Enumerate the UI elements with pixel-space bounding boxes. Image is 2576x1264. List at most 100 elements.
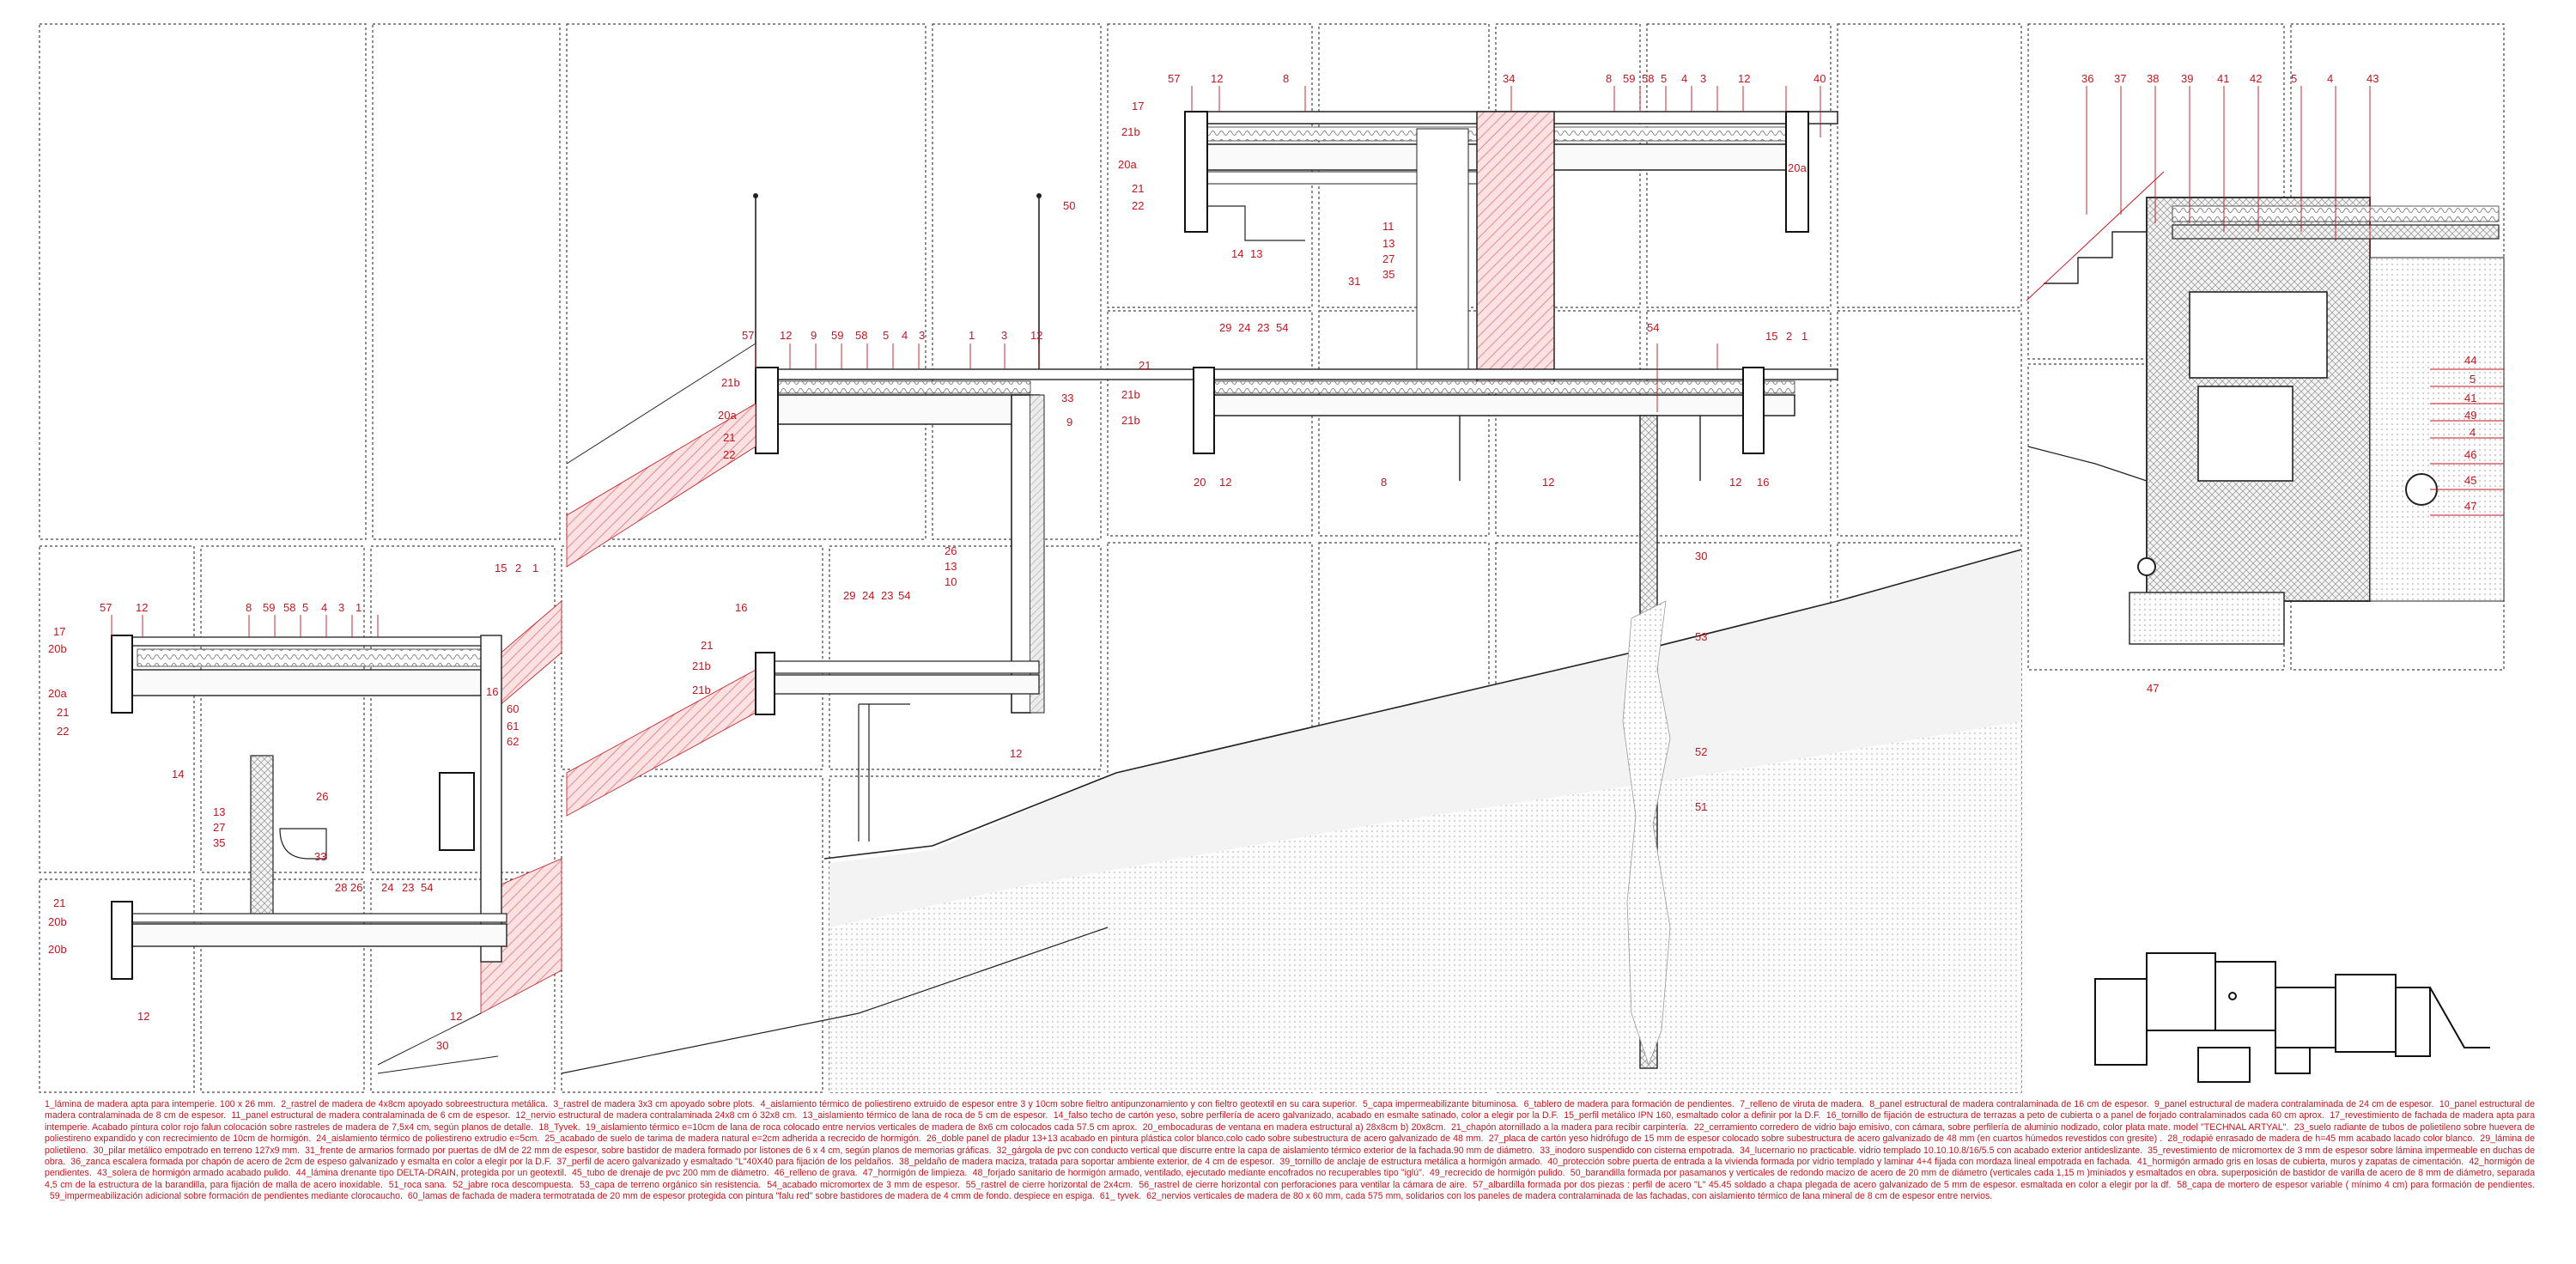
callout-number: 27 bbox=[213, 821, 225, 834]
label-group-a1: 57 12 9 59 58 5 4 3 1 3 12 bbox=[742, 329, 1042, 342]
callout-number: 23 bbox=[402, 881, 414, 894]
floor-slab bbox=[755, 368, 1838, 380]
callout-number: 3 bbox=[1700, 72, 1706, 85]
callout-number: 26 bbox=[316, 790, 328, 803]
callout-number: 54 bbox=[898, 589, 910, 602]
legend-item: 30_pilar metálico empotrado en terreno 1… bbox=[93, 1145, 301, 1156]
callout-number: 13 bbox=[1250, 247, 1262, 260]
frame bbox=[561, 545, 823, 770]
legend-item: 45_tubo de drenaje de pvc 200 mm de diám… bbox=[571, 1168, 769, 1179]
legend-item: 55_rastrel de cierre horizontal de 2x4cm… bbox=[965, 1179, 1133, 1190]
callout-number: 50 bbox=[1063, 199, 1075, 212]
callout-number: 21 bbox=[701, 639, 713, 652]
callout-number: 3 bbox=[338, 601, 344, 614]
label-group-b2: 17 20b 20a 21 22 14 16 60 61 62 bbox=[48, 625, 519, 781]
label-group-a4: 17 21b 20a 21 22 14 13 bbox=[1118, 100, 1262, 260]
frame bbox=[1318, 310, 1490, 537]
label-group-a7: 21 21b 21b 20 12 8 12 12 16 15 2 1 bbox=[1121, 330, 1807, 489]
frame bbox=[1646, 23, 1832, 308]
frame bbox=[39, 878, 195, 1093]
callout-number: 33 bbox=[314, 850, 326, 863]
legend-item: 47_hormigón de limpieza. bbox=[862, 1168, 968, 1179]
frame bbox=[1646, 310, 1832, 537]
callout-number: 12 bbox=[450, 1010, 462, 1023]
legend-item: 41_hormigón armado gris en losas de cubi… bbox=[2136, 1157, 2464, 1168]
legend-item: 46_relleno de grava. bbox=[774, 1168, 858, 1179]
label-group-a5: 34 8 59 58 5 4 3 12 40 20a bbox=[1503, 72, 1826, 174]
legend-item: 54_acabado micromortex de 3 mm de espeso… bbox=[767, 1179, 960, 1190]
callout-number: 57 bbox=[1168, 72, 1180, 85]
label-group-a2: 21b 20a 21 22 33 9 50 bbox=[718, 199, 1075, 461]
legend-item: 35_revestimiento de micromortex de 3 mm … bbox=[45, 1145, 2536, 1168]
callout-number: 54 bbox=[1276, 321, 1288, 334]
callout-number: 60 bbox=[507, 702, 519, 715]
callouts bbox=[111, 86, 2504, 637]
callout-number: 12 bbox=[1729, 476, 1741, 489]
callout-number: 47 bbox=[2147, 682, 2159, 695]
callout-number: 44 bbox=[2464, 354, 2476, 367]
callout-number: 5 bbox=[2470, 373, 2476, 386]
callout-number: 24 bbox=[381, 881, 393, 894]
legend-item: 51_roca sana. bbox=[388, 1179, 447, 1190]
frame bbox=[200, 878, 365, 1093]
callout-number: 45 bbox=[2464, 474, 2476, 487]
clt-floor bbox=[1201, 394, 1795, 416]
legend-item: 40_protección sobre puerta de entrada a … bbox=[1547, 1157, 2132, 1168]
pile-rock bbox=[1622, 600, 1671, 1066]
callout-number: 13 bbox=[213, 805, 225, 818]
legend-item: 12_nervio estructural de madera contrala… bbox=[515, 1110, 798, 1121]
callout-number: 20a bbox=[48, 687, 67, 700]
legend-item: 10_panel estructural de madera contralam… bbox=[45, 1099, 2536, 1121]
callout-number: 21 bbox=[1139, 359, 1151, 372]
callout-number: 4 bbox=[321, 601, 327, 614]
callout-number: 43 bbox=[2366, 72, 2379, 85]
legend-item: 44_lámina drenante tipo DELTA-DRAIN, pro… bbox=[295, 1168, 567, 1179]
callout-number: 21 bbox=[1132, 182, 1144, 195]
callout-number: 39 bbox=[2181, 72, 2193, 85]
callout-number: 15 bbox=[1765, 330, 1777, 343]
wc bbox=[279, 828, 327, 860]
soil-line bbox=[2027, 446, 2148, 482]
foundation bbox=[2129, 592, 2285, 645]
callout-number: 26 bbox=[350, 881, 362, 894]
wall-section bbox=[1742, 367, 1765, 454]
callout-number: 14 bbox=[1231, 247, 1243, 260]
stair-hatch bbox=[566, 403, 756, 568]
callout-number: 22 bbox=[723, 448, 735, 461]
legend-item: 59_impermeabilización adicional sobre fo… bbox=[49, 1191, 403, 1202]
callout-number: 47 bbox=[2464, 500, 2476, 513]
callout-number: 12 bbox=[780, 329, 792, 342]
callout-number: 9 bbox=[1066, 416, 1072, 428]
stair-rail bbox=[2026, 171, 2165, 301]
clt-floor bbox=[111, 923, 507, 947]
callout-number: 12 bbox=[137, 1010, 149, 1023]
callout-number: 61 bbox=[507, 720, 519, 732]
legend-item: 16_tornillo de fijación de estructura de… bbox=[1826, 1110, 2324, 1121]
label-group-a3: 57 12 8 bbox=[1168, 72, 1289, 85]
stair-line bbox=[377, 1012, 499, 1074]
legend-item: 48_forjado sanitario de hormigón armado,… bbox=[972, 1168, 1425, 1179]
callout-number: 35 bbox=[213, 836, 225, 849]
drain-tube bbox=[2137, 557, 2156, 576]
legend-item: 7_relleno de viruta de madera. bbox=[1740, 1099, 1864, 1109]
floor-slab bbox=[111, 913, 507, 923]
callout-number: 12 bbox=[1219, 476, 1231, 489]
callout-number: 12 bbox=[1010, 747, 1022, 760]
legend-item: 34_lucernario no practicable. vidrio tem… bbox=[1740, 1145, 2143, 1156]
legend-item: 5_capa impermeabilizante bituminosa. bbox=[1363, 1099, 1519, 1109]
terrain-profile bbox=[823, 549, 2022, 860]
legend-item: 18_Tyvek. bbox=[538, 1121, 580, 1133]
wall-section bbox=[755, 652, 775, 715]
callout-number: 8 bbox=[1283, 72, 1289, 85]
lower-left-section bbox=[111, 635, 507, 1074]
frame bbox=[370, 545, 556, 873]
callout-number: 3 bbox=[1001, 329, 1007, 342]
legend-item: 27_placa de cartón yeso hidrófugo de 15 … bbox=[1488, 1133, 2163, 1145]
frame bbox=[566, 23, 927, 540]
frame bbox=[1837, 310, 2022, 537]
callout-number: 21 bbox=[723, 431, 735, 444]
legend-item: 57_albardilla formada por dos piezas : p… bbox=[1473, 1179, 2172, 1190]
opening bbox=[2189, 291, 2328, 379]
frame bbox=[372, 23, 561, 540]
callout-number: 52 bbox=[1695, 745, 1707, 758]
